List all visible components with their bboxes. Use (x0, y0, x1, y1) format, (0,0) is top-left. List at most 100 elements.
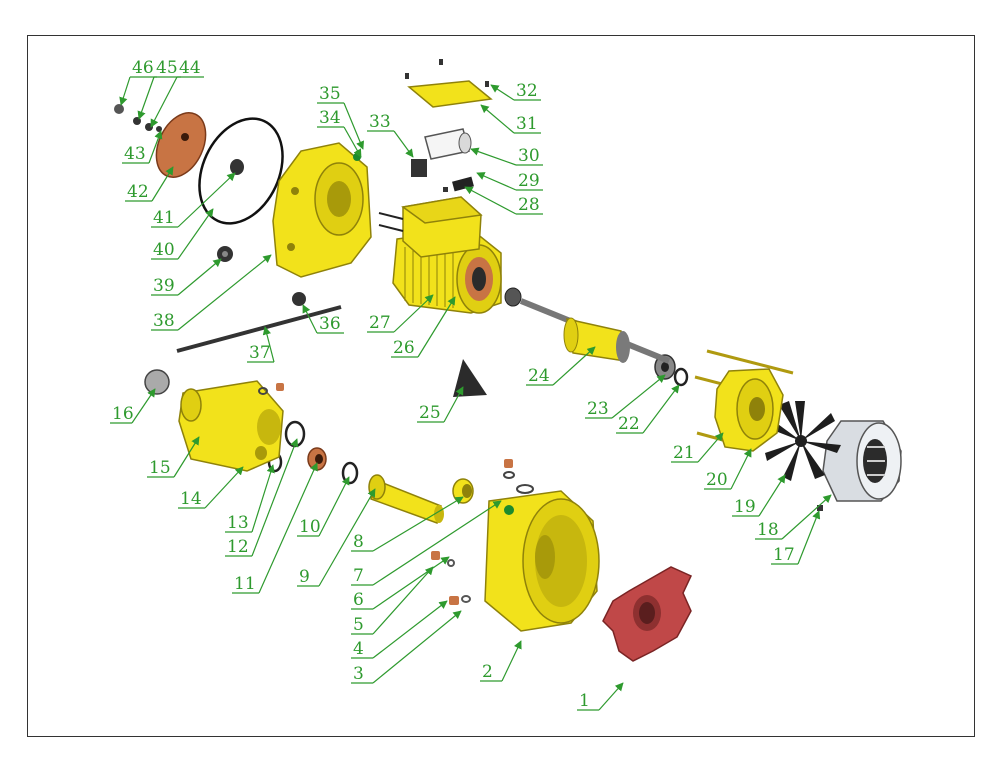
callout-leader-38 (177, 254, 272, 331)
callout-6: 6 (351, 556, 450, 610)
callout-leader-46 (119, 76, 131, 106)
callout-25: 25 (417, 386, 464, 423)
part-41-insert (230, 159, 244, 175)
callout-8: 8 (351, 496, 464, 552)
callout-11: 11 (232, 462, 318, 594)
callout-leader-31 (480, 104, 515, 134)
callout-number-12: 12 (227, 537, 249, 557)
part-illustrations (114, 59, 902, 662)
callout-leader-3 (372, 610, 462, 684)
part-25-cover (453, 359, 487, 397)
callout-number-26: 26 (393, 338, 415, 358)
callout-leader-19 (758, 474, 786, 517)
callout-leader-2 (501, 640, 522, 682)
part-callouts: 1234567891011121314151617181920212223242… (110, 58, 832, 711)
callout-2: 2 (480, 640, 522, 682)
callout-16: 16 (110, 388, 156, 424)
callout-leader-24 (552, 346, 596, 386)
callout-31: 31 (480, 104, 541, 134)
callout-17: 17 (771, 510, 821, 565)
callout-number-23: 23 (587, 399, 609, 419)
callout-9: 9 (297, 488, 376, 587)
callout-number-34: 34 (319, 108, 341, 128)
callout-number-27: 27 (369, 313, 391, 333)
part-o-rings (198, 117, 689, 485)
part-38-bearing-bracket (272, 142, 372, 278)
callout-leader-13 (251, 464, 275, 533)
part-26-27-stator (378, 196, 502, 314)
part-17-screw (817, 505, 823, 511)
callout-leader-27 (393, 294, 434, 333)
callout-number-19: 19 (734, 497, 756, 517)
part-28-33-terminal-parts (405, 59, 493, 192)
callout-leader-22 (642, 384, 680, 434)
exploded-pump-diagram: 1234567891011121314151617181920212223242… (110, 58, 902, 711)
part-43-46-washers (114, 104, 162, 132)
callout-15: 15 (147, 436, 200, 478)
callout-leader-35 (343, 102, 364, 150)
callout-number-15: 15 (149, 458, 171, 478)
part-21-end-bracket (714, 368, 784, 452)
callout-14: 14 (178, 466, 244, 509)
callout-leader-43 (148, 130, 163, 164)
callout-number-29: 29 (518, 171, 540, 191)
callout-number-38: 38 (153, 311, 175, 331)
callout-leader-41 (177, 172, 236, 228)
callout-leader-18 (781, 494, 832, 540)
callout-leader-17 (797, 510, 821, 565)
callout-leader-37 (262, 326, 275, 363)
callout-number-20: 20 (706, 470, 728, 490)
callout-24: 24 (526, 346, 596, 386)
callout-leader-36 (302, 304, 318, 334)
part-37-shaft (176, 305, 342, 353)
callout-number-39: 39 (153, 276, 175, 296)
callout-number-40: 40 (153, 240, 175, 260)
part-18-fan-cover (822, 420, 902, 502)
callout-26: 26 (391, 296, 456, 358)
callout-45: 45 (137, 58, 181, 120)
callout-23: 23 (585, 374, 666, 419)
callout-43: 43 (122, 130, 163, 164)
callout-number-32: 32 (516, 81, 538, 101)
callout-number-25: 25 (419, 403, 441, 423)
callout-leader-26 (417, 296, 456, 358)
callout-1: 1 (577, 682, 624, 711)
callout-leader-32 (490, 84, 515, 101)
callout-leader-12 (251, 438, 299, 557)
callout-33: 33 (367, 112, 414, 158)
callout-number-1: 1 (579, 691, 590, 711)
callout-number-36: 36 (319, 314, 341, 334)
callout-leader-10 (318, 476, 350, 537)
callout-leader-16 (131, 388, 156, 424)
callout-4: 4 (351, 600, 448, 659)
callout-7: 7 (351, 500, 502, 586)
callout-leader-4 (372, 600, 448, 659)
callout-number-16: 16 (112, 404, 134, 424)
callout-number-44: 44 (179, 58, 201, 78)
callout-28: 28 (464, 186, 543, 215)
callout-leader-44 (150, 76, 178, 128)
part-14-ejector-body (178, 380, 284, 472)
callout-32: 32 (490, 81, 541, 101)
callout-leader-14 (204, 466, 244, 509)
callout-leader-15 (173, 436, 200, 478)
callout-leader-39 (177, 258, 222, 296)
part-19-fan (765, 401, 841, 481)
callout-leader-8 (372, 496, 464, 552)
callout-leader-11 (258, 462, 318, 594)
part-11-nozzle (307, 447, 327, 471)
callout-number-33: 33 (369, 112, 391, 132)
callout-number-5: 5 (353, 615, 364, 635)
callout-leader-25 (443, 386, 464, 423)
callout-number-14: 14 (180, 489, 202, 509)
callout-number-41: 41 (153, 208, 175, 228)
callout-number-17: 17 (773, 545, 795, 565)
part-39-seal (217, 246, 233, 262)
callout-number-8: 8 (353, 532, 364, 552)
callout-35: 35 (317, 84, 364, 150)
callout-number-45: 45 (156, 58, 178, 78)
callout-number-9: 9 (299, 567, 310, 587)
callout-number-2: 2 (482, 662, 493, 682)
part-24-rotor (504, 287, 671, 364)
